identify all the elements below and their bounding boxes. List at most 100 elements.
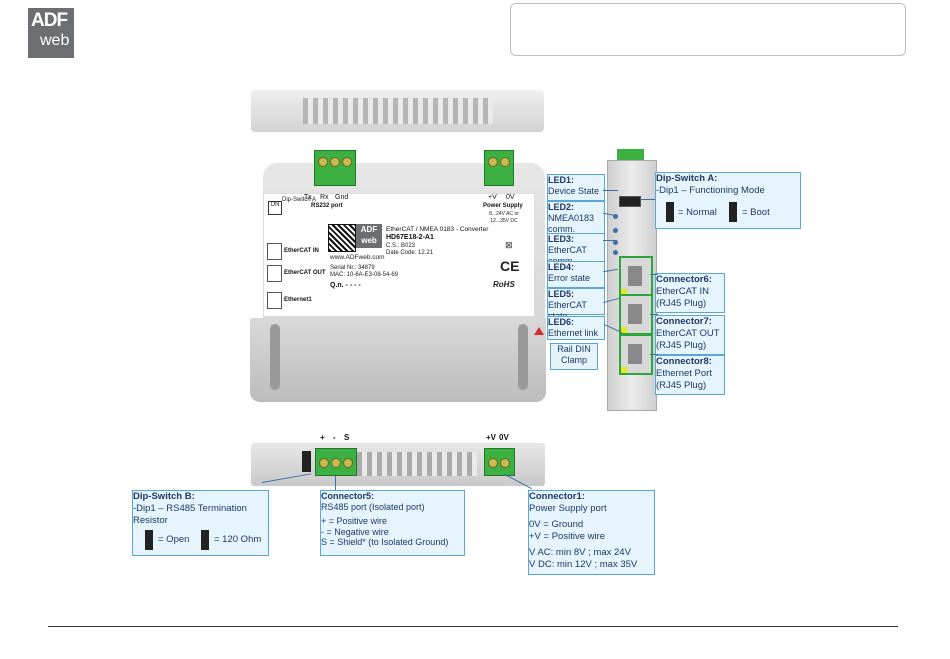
- rail-line2: Clamp: [560, 355, 587, 365]
- conn5-minus: - = Negative wire: [321, 526, 389, 537]
- url-label: www.ADFweb.com: [330, 254, 385, 261]
- dip-switch-a: [619, 196, 641, 207]
- ethercat-in-label: EtherCAT IN: [284, 248, 319, 254]
- plus-v-label: +V: [488, 194, 497, 201]
- connector6-annotation: Connector6: EtherCAT IN (RJ45 Plug): [655, 273, 725, 313]
- led6-title: LED6:: [548, 317, 575, 327]
- led4-text: Error state: [548, 273, 591, 283]
- dip-normal-icon: [666, 202, 674, 222]
- dip-switch-b: [302, 451, 311, 472]
- dip-b-title: Dip-Switch B:: [133, 491, 195, 502]
- rj45-connector7: [619, 294, 653, 335]
- led3-annotation: LED3: EtherCAT comm.: [547, 233, 605, 266]
- ethercat-out-label: EtherCAT OUT: [284, 270, 326, 276]
- power-supply-label: Power Supply: [483, 203, 523, 209]
- conn5-shield: S = Shield* (to Isolated Ground): [321, 537, 449, 547]
- qn-label: Q.n. - - - -: [330, 282, 361, 289]
- adfweb-logo: ADF web: [28, 8, 74, 58]
- led3-line1: EtherCAT: [548, 245, 587, 255]
- led2-annotation: LED2: NMEA0183 comm.: [547, 201, 605, 234]
- led4-annotation: LED4: Error state: [547, 261, 605, 288]
- bottom-zero-v-label: 0V: [499, 433, 509, 442]
- label-logo-line2: web: [361, 236, 377, 245]
- product-code: HD67E18-2-A1: [386, 234, 434, 241]
- logo-line1: ADF: [31, 10, 68, 31]
- connector7-annotation: Connector7: EtherCAT OUT (RJ45 Plug): [655, 315, 725, 355]
- rj45-connector6: [619, 256, 653, 297]
- conn7-title: Connector7:: [656, 316, 712, 327]
- dip-open-label: = Open: [158, 534, 190, 545]
- serial-label: Serial Nr.: 34879: [330, 265, 375, 271]
- led3-title: LED3:: [548, 234, 575, 244]
- dip-on-text: ON: [270, 202, 280, 208]
- ethercat-in-port-icon: [267, 243, 282, 260]
- rs232-port-label: RS232 port: [311, 203, 343, 209]
- dip-open-icon: [145, 530, 153, 550]
- ethernet1-port-icon: [267, 292, 282, 309]
- dip-normal-label: = Normal: [678, 207, 717, 218]
- led2-line2: comm.: [548, 224, 575, 234]
- product-line: EtherCAT / NMEA 0183 - Converter: [386, 226, 489, 233]
- rs485-s-label: S: [344, 433, 350, 442]
- conn8-line1: Ethernet Port: [656, 368, 712, 379]
- connector8-annotation: Connector8: Ethernet Port (RJ45 Plug): [655, 355, 725, 395]
- ethercat-out-port-icon: [267, 265, 282, 282]
- conn7-line1: EtherCAT OUT: [656, 328, 720, 339]
- header-box: [510, 3, 906, 56]
- date-code-label: Date Code: 12.21: [386, 250, 434, 256]
- weee-bin-icon: ⊠: [505, 240, 513, 250]
- dip-a-small-label: Dip-Switch A: [282, 197, 317, 203]
- supply-range-label: 8...24V AC or 12...35V DC: [489, 211, 519, 224]
- device-front-base: [250, 318, 546, 402]
- tx-label: Tx: [304, 194, 312, 201]
- rs232-terminal: [314, 150, 356, 186]
- dip-switch-a-annotation: Dip-Switch A: -Dip1 – Functioning Mode =…: [655, 172, 801, 229]
- device-top-view: [251, 90, 544, 132]
- ce-mark: CE: [500, 258, 520, 274]
- label-logo: ADF web: [356, 224, 382, 248]
- conn8-title: Connector8:: [656, 356, 712, 367]
- rail-line1: Rail DIN: [557, 344, 591, 354]
- dip-a-text: -Dip1 – Functioning Mode: [656, 185, 765, 196]
- conn1-title: Connector1:: [529, 491, 585, 502]
- conn1-vdc: V DC: min 12V ; max 35V: [529, 558, 638, 570]
- rs485-minus-label: -: [333, 433, 336, 442]
- connector5-annotation: Connector5: RS485 port (Isolated port) +…: [320, 490, 465, 556]
- mac-label: MAC: 10-6A-E3-08-54-69: [330, 272, 399, 278]
- dip-120-ohm-label: = 120 Ohm: [214, 534, 262, 545]
- bottom-power-terminal: [484, 448, 515, 476]
- dip-boot-icon: [729, 202, 737, 222]
- conn5-plus: + = Positive wire: [321, 516, 388, 526]
- power-terminal: [484, 150, 514, 186]
- label-logo-line1: ADF: [360, 225, 378, 234]
- rohs-mark: RoHS: [493, 280, 515, 289]
- conn5-line1: RS485 port (Isolated port): [321, 501, 425, 512]
- conn1-line1: Power Supply port: [529, 502, 607, 514]
- qr-code: [328, 224, 356, 252]
- cs-label: C.S.: B023: [386, 243, 416, 249]
- conn1-positive: +V = Positive wire: [529, 530, 606, 542]
- conn6-title: Connector6:: [656, 274, 712, 285]
- vent-fins: [303, 98, 493, 124]
- dip-b-line1: -Dip1 – RS485 Termination: [133, 503, 247, 514]
- led1-text: Device State: [548, 186, 600, 196]
- footer-divider: [48, 626, 898, 627]
- ethernet1-label: Ethernet1: [284, 297, 312, 303]
- dip-on-box: ON: [268, 201, 282, 215]
- led6-annotation: LED6: Ethernet link: [547, 316, 605, 340]
- led1-title: LED1:: [548, 175, 575, 185]
- led1-annotation: LED1: Device State: [547, 174, 605, 201]
- bottom-plus-v-label: +V: [486, 433, 497, 442]
- rail-din-annotation: Rail DIN Clamp: [550, 343, 598, 370]
- dip-b-line2: Resistor: [133, 515, 168, 526]
- side-power-terminal: [617, 149, 644, 163]
- conn6-line2: (RJ45 Plug): [656, 298, 707, 309]
- gnd-label: Gnd: [335, 194, 349, 201]
- rx-label: Rx: [320, 194, 329, 201]
- dip-120-ohm-icon: [201, 530, 209, 550]
- conn6-line1: EtherCAT IN: [656, 286, 709, 297]
- led4-title: LED4:: [548, 262, 575, 272]
- led5-title: LED5:: [548, 289, 575, 299]
- logo-line2: web: [40, 32, 70, 49]
- conn1-ground: 0V = Ground: [529, 519, 584, 530]
